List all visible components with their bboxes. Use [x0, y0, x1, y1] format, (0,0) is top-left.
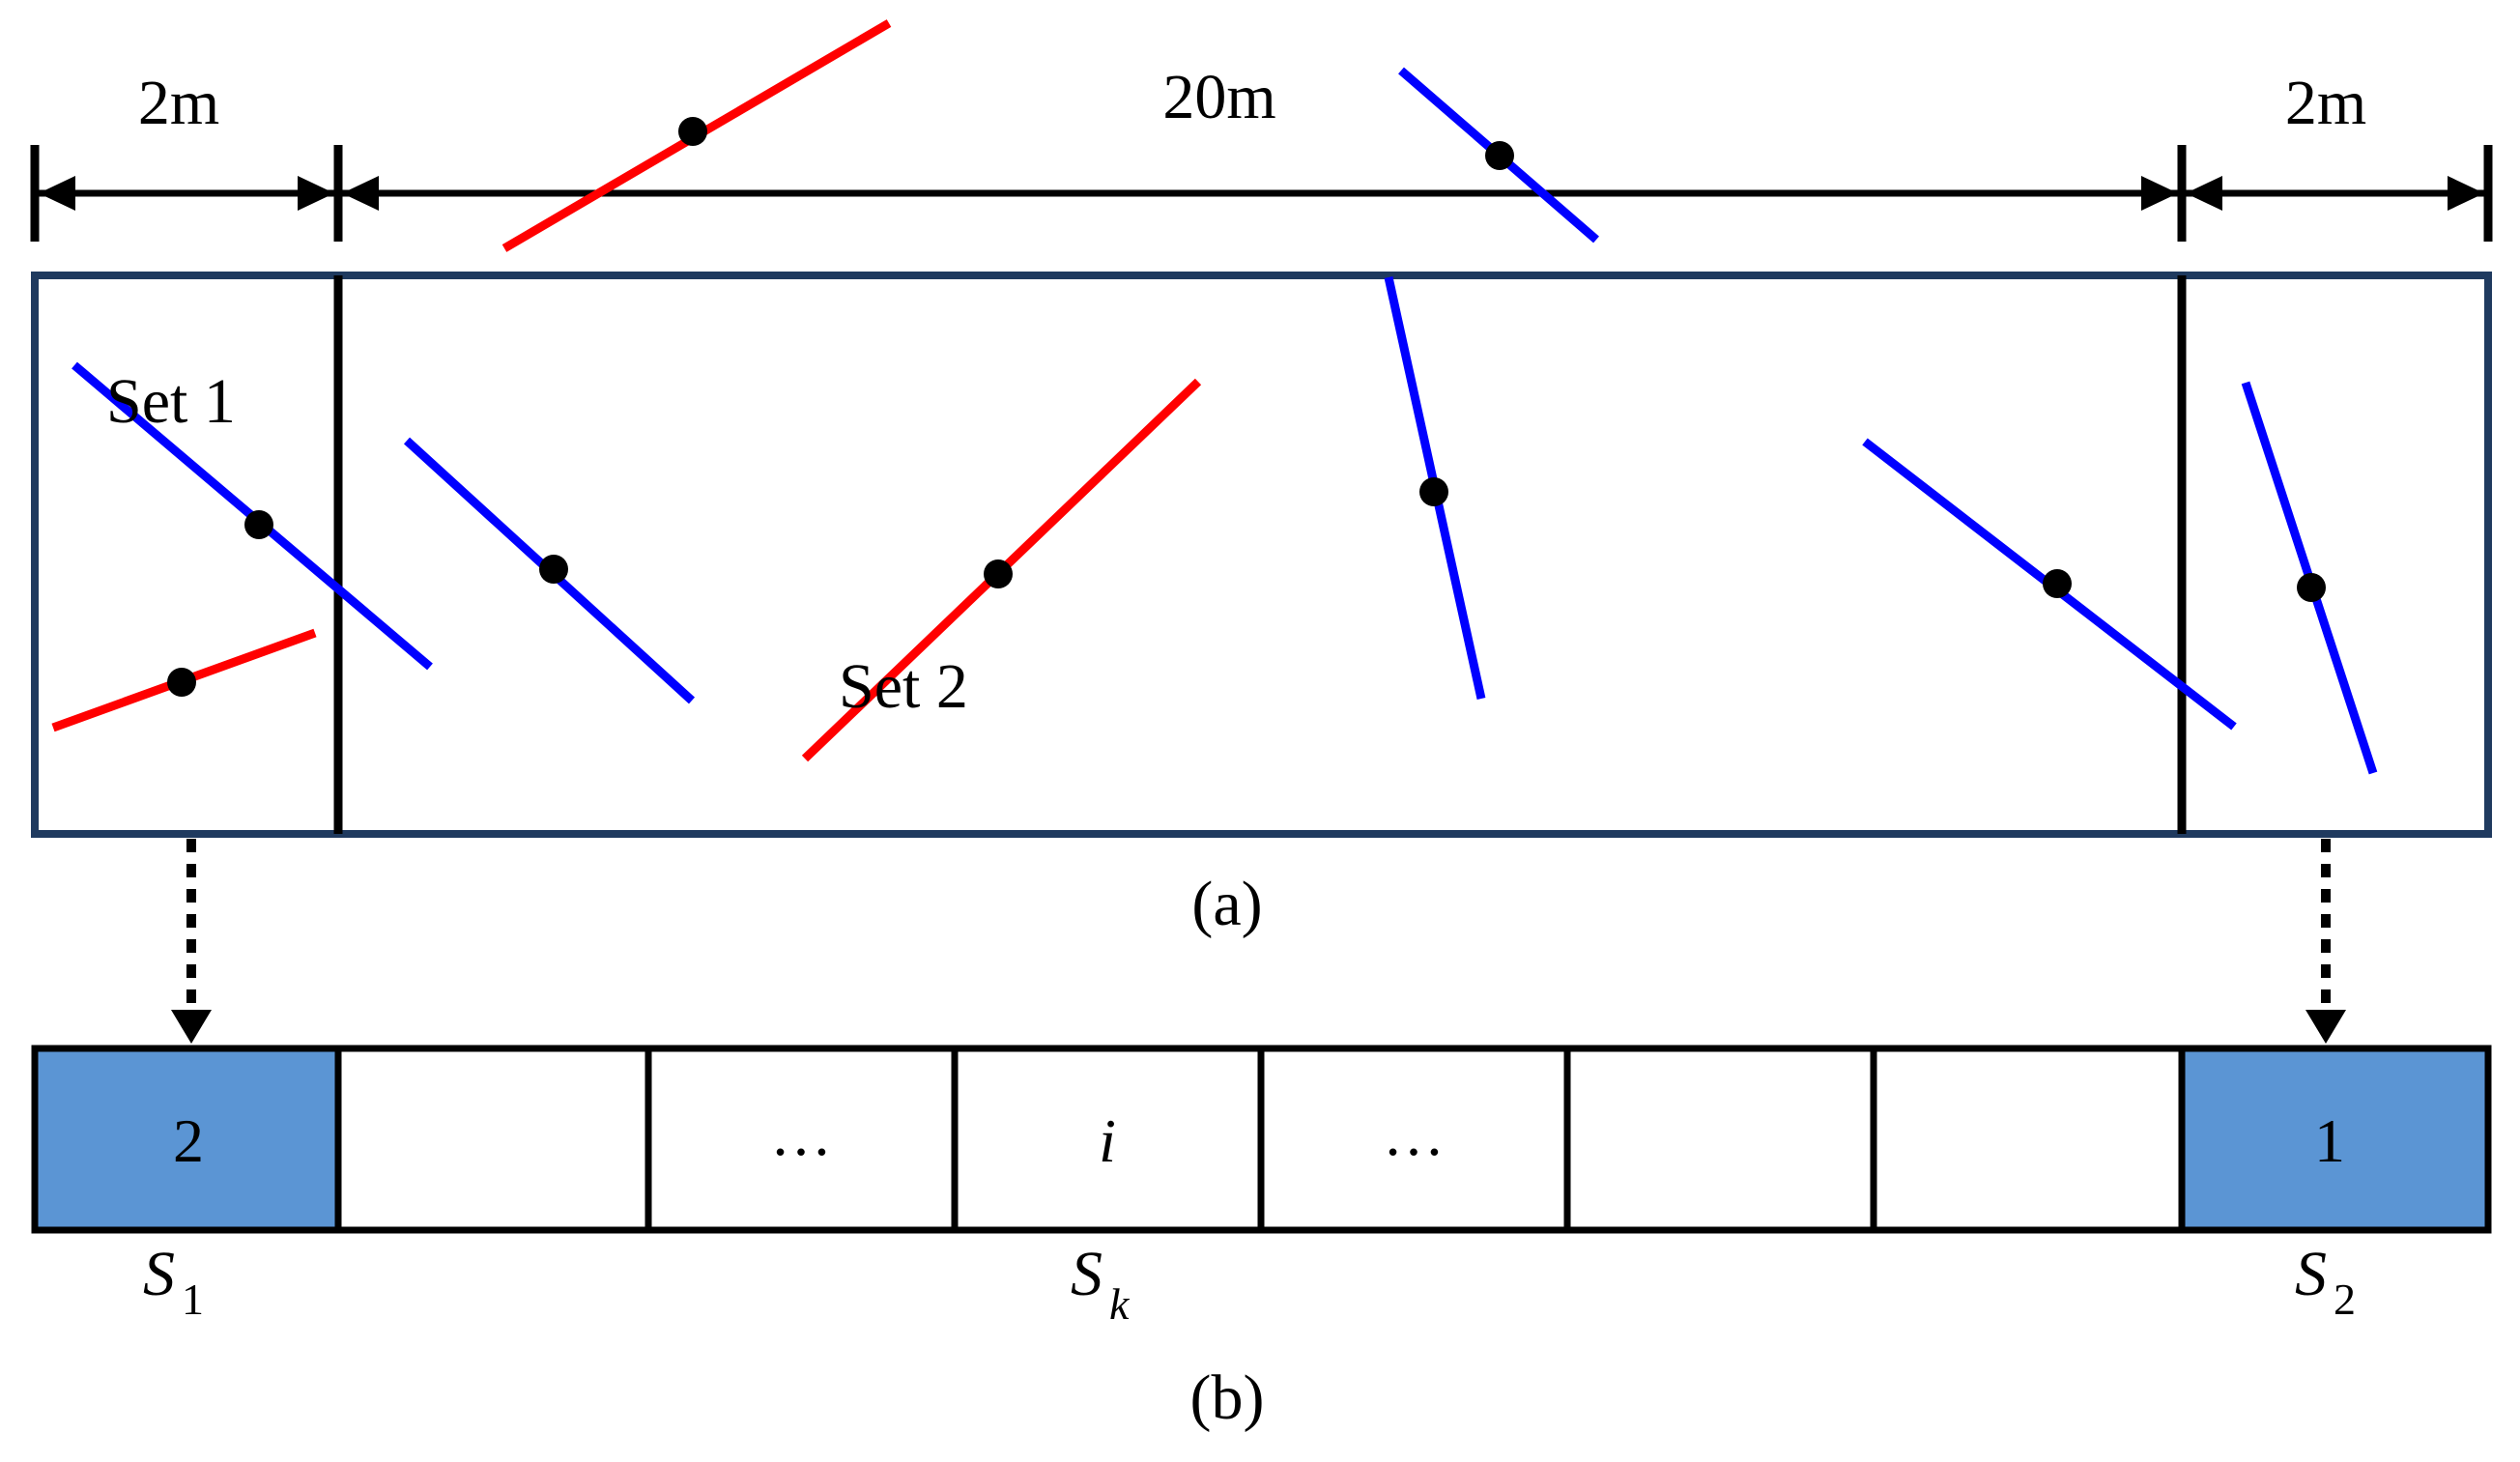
fracture-center-dot [1419, 477, 1448, 506]
subdomain-strip: 2 … i … 1 [31, 1045, 2492, 1234]
fracture-red-left [51, 628, 317, 732]
set1-label: Set 1 [106, 366, 236, 437]
mapping-arrowhead [171, 1010, 212, 1044]
dim-arrowhead [2448, 176, 2484, 211]
svg-text:k: k [1109, 1279, 1131, 1329]
svg-text:S: S [1071, 1239, 1102, 1309]
strip-cell-1 [35, 1048, 338, 1230]
svg-text:S: S [2295, 1239, 2327, 1309]
dimension-annotations: 2m 20m 2m [30, 62, 2493, 242]
fracture-center-dot [2297, 573, 2326, 602]
fracture-center-dot [244, 510, 273, 539]
strip-cell-label: 2 [173, 1106, 204, 1175]
svg-text:S: S [143, 1239, 175, 1309]
dim-arrowhead [39, 176, 75, 211]
fractures [51, 19, 2378, 775]
svg-text:1: 1 [182, 1275, 204, 1324]
fracture-blue-mid-left [403, 437, 696, 704]
fracture-blue-vertical [1384, 276, 1486, 700]
caption-b: (b) [1190, 1362, 1265, 1433]
sampling-domain [31, 272, 2492, 838]
fracture-blue-top [1398, 67, 1599, 244]
subdomain-label-s1: S 1 [143, 1239, 204, 1324]
dim-label-right: 2m [2285, 68, 2366, 138]
subdomain-label-sk: S k [1071, 1239, 1131, 1329]
strip-cell-label: … [1383, 1100, 1445, 1168]
strip-cell-8 [2182, 1048, 2488, 1230]
strip-cell-label: 1 [2314, 1106, 2345, 1175]
set2-label: Set 2 [839, 651, 968, 722]
fracture-center-dot [678, 117, 707, 146]
fracture-blue-left [72, 361, 433, 671]
fracture-blue-right [1862, 438, 2237, 731]
mapping-arrows [171, 839, 2346, 1044]
dim-label-middle: 20m [1162, 62, 1275, 132]
fracture-center-dot [539, 555, 568, 584]
dim-arrowhead [2186, 176, 2222, 211]
strip-cell-label: … [770, 1100, 832, 1168]
dim-arrowhead [342, 176, 379, 211]
fracture-center-dot [167, 668, 196, 697]
mapping-arrowhead [2305, 1010, 2346, 1044]
dim-label-left: 2m [138, 68, 219, 138]
dim-arrowhead [298, 176, 334, 211]
strip-cell-label: i [1099, 1106, 1116, 1175]
fracture-red-top [501, 19, 892, 252]
svg-text:2: 2 [2334, 1275, 2356, 1324]
fracture-center-dot [1485, 141, 1514, 170]
subdomain-label-s2: S 2 [2295, 1239, 2356, 1324]
fracture-blue-far-right [2241, 381, 2378, 775]
domain-frame [31, 272, 2492, 838]
fracture-center-dot [984, 559, 1013, 588]
caption-a: (a) [1191, 869, 1262, 939]
fracture-center-dot [2043, 569, 2072, 598]
fracture-red-center [801, 378, 1202, 762]
dim-arrowhead [2141, 176, 2178, 211]
